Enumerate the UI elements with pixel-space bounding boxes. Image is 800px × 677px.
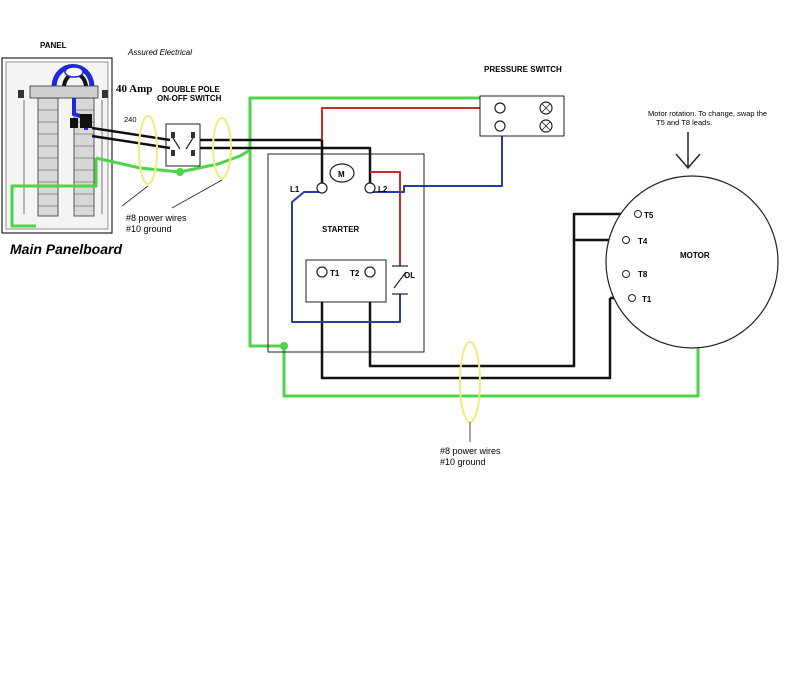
overload-contact bbox=[392, 265, 408, 295]
label-panel: PANEL bbox=[40, 41, 67, 50]
terminal-l2 bbox=[364, 182, 376, 194]
label-starter: STARTER bbox=[322, 225, 359, 234]
down-arrow-icon bbox=[675, 132, 701, 170]
motor-terminal-t8 bbox=[622, 270, 630, 278]
label-amp: 40 Amp bbox=[116, 83, 152, 95]
label-motor-t5: T5 bbox=[644, 211, 654, 220]
label-motor-t1: T1 bbox=[642, 295, 652, 304]
terminal-l1 bbox=[316, 182, 328, 194]
label-m: M bbox=[338, 170, 345, 179]
label-wires2-line1: #8 power wires bbox=[440, 446, 501, 456]
double-pole-switch bbox=[165, 123, 201, 167]
ground-junction-starter bbox=[280, 342, 288, 350]
starter bbox=[267, 153, 425, 353]
label-rotation-line2: T5 and T8 leads. bbox=[656, 118, 712, 127]
ground-junction-switch bbox=[176, 168, 184, 176]
label-motor-t4: T4 bbox=[638, 237, 648, 246]
label-wires1-line1: #8 power wires bbox=[126, 213, 187, 223]
label-wires1-line2: #10 ground bbox=[126, 224, 172, 234]
label-rotation-line1: Motor rotation. To change, swap the bbox=[648, 109, 767, 118]
label-t1: T1 bbox=[330, 269, 340, 278]
label-motor: MOTOR bbox=[680, 251, 710, 260]
label-pointers bbox=[121, 179, 471, 442]
label-l2: L2 bbox=[378, 185, 388, 194]
label-t2: T2 bbox=[350, 269, 360, 278]
label-wires2-line2: #10 ground bbox=[440, 457, 486, 467]
pressure-switch bbox=[479, 95, 565, 137]
control-wires bbox=[291, 107, 503, 323]
label-main-panelboard: Main Panelboard bbox=[10, 241, 122, 257]
label-assured: Assured Electrical bbox=[127, 48, 192, 57]
label-ol: OL bbox=[404, 271, 415, 280]
terminal-t2 bbox=[364, 266, 376, 278]
label-switch-line1: DOUBLE POLE bbox=[162, 85, 220, 94]
label-pressure-switch: PRESSURE SWITCH bbox=[484, 65, 562, 74]
terminal-t1 bbox=[316, 266, 328, 278]
label-volts: 240 bbox=[124, 115, 137, 124]
coil-m bbox=[329, 163, 355, 183]
label-motor-t8: T8 bbox=[638, 270, 648, 279]
ground-wires bbox=[10, 96, 700, 398]
motor bbox=[605, 175, 779, 349]
motor-terminal-t5 bbox=[634, 210, 642, 218]
motor-terminal-t4 bbox=[622, 236, 630, 244]
main-panel bbox=[1, 57, 113, 234]
label-switch-line2: ON-OFF SWITCH bbox=[157, 94, 222, 103]
motor-terminal-t1 bbox=[628, 294, 636, 302]
label-l1: L1 bbox=[290, 185, 300, 194]
